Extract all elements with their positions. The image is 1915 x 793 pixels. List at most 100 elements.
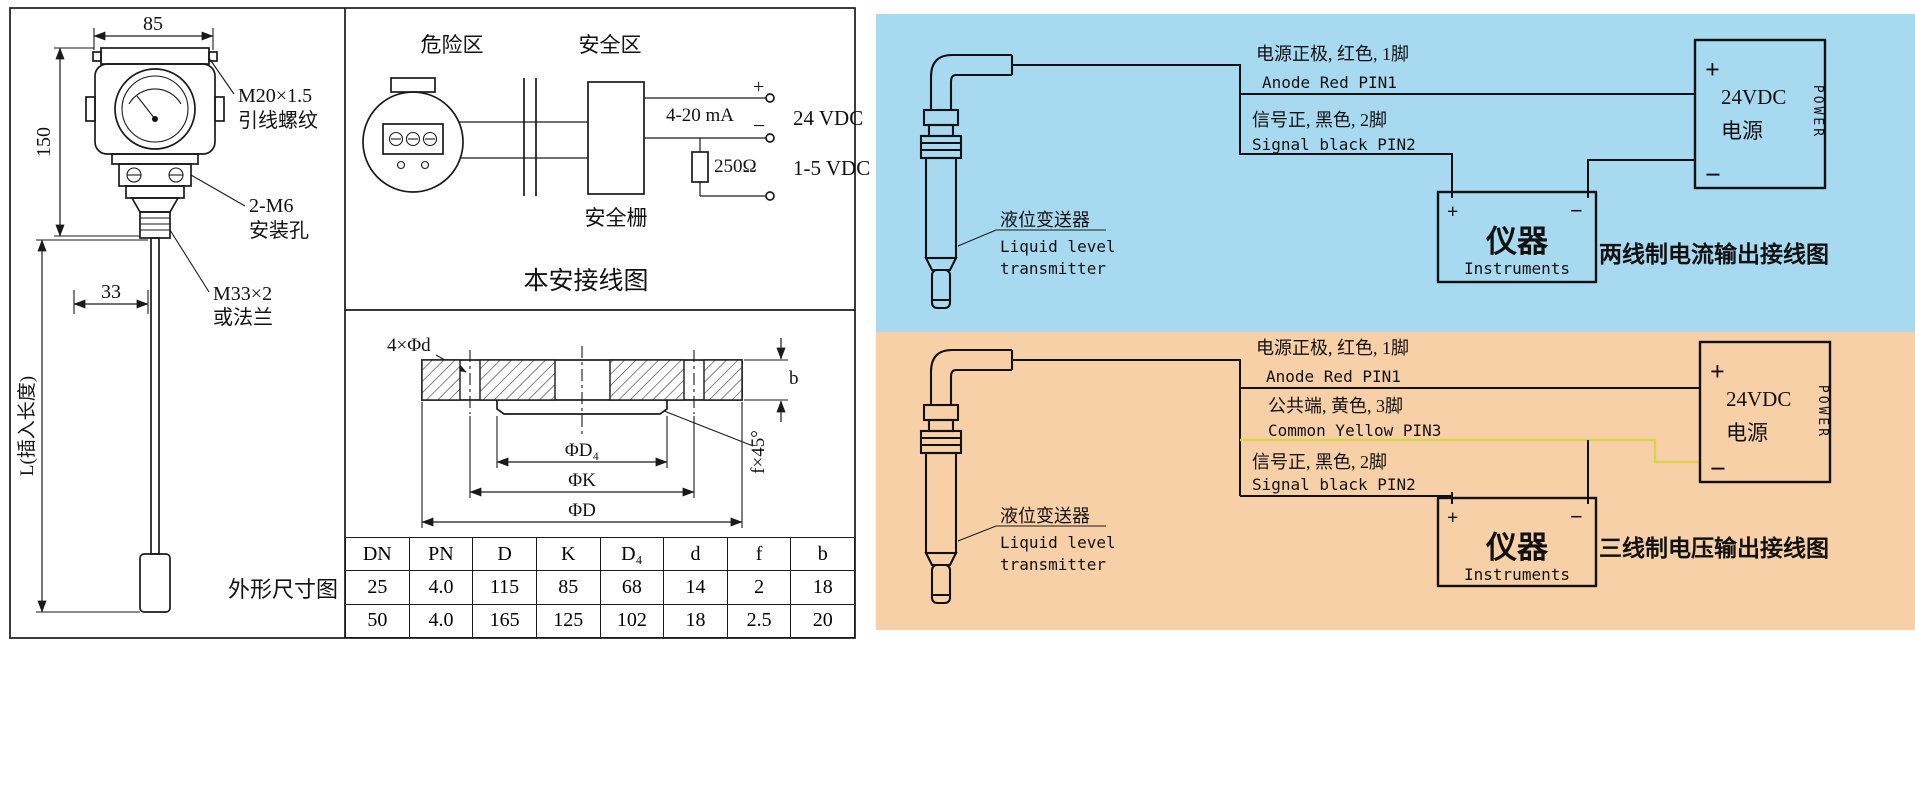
col-header-f: f (726, 536, 792, 572)
table-cell: 18 (790, 570, 855, 605)
col-header-k: K (535, 536, 601, 572)
sensor-label-cn: 液位变送器 (1000, 506, 1090, 526)
table-cell: 18 (663, 603, 728, 639)
mount-label: 2-M6 (249, 195, 293, 217)
probe-weight (139, 553, 171, 613)
common-label-en: Common Yellow PIN3 (1268, 421, 1441, 440)
three-wire-diagram: 电源正极, 红色, 1脚 Anode Red PIN1 公共端, 黄色, 3脚 … (876, 332, 1915, 630)
dim-85-label: 85 (143, 13, 163, 35)
psu-label-cn: 电源 (1726, 421, 1768, 445)
power-label-cn: 电源正极, 红色, 1脚 (1256, 44, 1409, 64)
terminal (765, 93, 775, 103)
three-wire-caption: 三线制电压输出接线图 (1599, 535, 1829, 561)
table-header-row: DN PN D K D₄ d f b (345, 536, 855, 572)
terminal (765, 133, 775, 143)
barrier-label: 安全栅 (585, 206, 648, 230)
supply-label: 24 VDC (793, 106, 863, 130)
flange-drawing: 4×Φd f×45° b ΦD₄ ΦK (387, 335, 799, 528)
terminal (765, 191, 775, 201)
table-cell: 85 (535, 570, 601, 605)
instrument-label-cn: 仪器 (1485, 530, 1549, 565)
safety-barrier-box (587, 81, 645, 195)
psu-voltage: 24VDC (1726, 387, 1791, 411)
psu-voltage: 24VDC (1721, 85, 1786, 109)
signal-label-cn: 信号正, 黑色, 2脚 (1252, 110, 1387, 130)
dim-150: 150 (33, 47, 140, 237)
dim-33: 33 (73, 281, 149, 314)
table-cell: 102 (599, 603, 665, 639)
resistor-250 (691, 151, 709, 183)
table-cell: 4.0 (408, 570, 474, 605)
safety-wiring-diagram: 危险区 安全区 (362, 33, 870, 295)
dim-d4: ΦD₄ (496, 416, 668, 468)
instrument-plus: + (1447, 201, 1458, 223)
flange-dimension-table: DN PN D K D₄ d f b 25 4.0 115 85 68 14 2… (345, 536, 855, 639)
sensor-label-en1: Liquid level (1000, 237, 1116, 256)
signal-wire (1239, 94, 1453, 186)
signal-label-cn: 信号正, 黑色, 2脚 (1252, 452, 1387, 472)
dim-d4-label: ΦD₄ (565, 440, 599, 461)
common-wire (1240, 438, 1700, 464)
minus-label: − (753, 113, 765, 138)
instrument-plus: + (1447, 507, 1458, 529)
thread-label: M20×1.5 (238, 85, 312, 107)
signal-label-en: Signal black PIN2 (1252, 135, 1416, 154)
table-cell: 14 (663, 570, 728, 605)
table-cell: 68 (599, 570, 665, 605)
col-header-b: b (790, 536, 855, 572)
current-range-label: 4-20 mA (666, 105, 734, 126)
plus-label: + (753, 76, 764, 98)
bolt-holes-label: 4×Φd (387, 335, 431, 356)
dim-85: 85 (93, 13, 214, 50)
instrument-box: + − 仪器 Instruments (1436, 496, 1598, 588)
psu-side-label: POWER (1815, 385, 1830, 439)
transmitter-head (85, 47, 225, 155)
mounting-flange (111, 153, 199, 239)
table-cell: 20 (790, 603, 855, 639)
sheet-frame (9, 7, 856, 639)
dim-k: ΦK (469, 416, 695, 498)
dim-k-label: ΦK (568, 470, 596, 491)
col-header-d-outer: D (472, 536, 537, 572)
col-header-dn: DN (345, 536, 410, 572)
power-label-en: Anode Red PIN1 (1262, 73, 1397, 92)
table-cell: 4.0 (408, 603, 474, 639)
table-cell: 165 (472, 603, 537, 639)
power-label-en: Anode Red PIN1 (1266, 367, 1401, 386)
sensor-label-en2: transmitter (1000, 555, 1106, 574)
instrument-minus: − (1570, 198, 1583, 223)
probe-rod (150, 237, 160, 555)
zone-divider (523, 78, 537, 196)
table-row: 25 4.0 115 85 68 14 2 18 (345, 570, 855, 605)
gauge-dial (114, 68, 196, 150)
dim-33-label: 33 (101, 281, 121, 303)
return-wire (1587, 159, 1695, 186)
instrument-minus: − (1570, 504, 1583, 529)
mount-label-cn: 安装孔 (249, 219, 309, 242)
col-header-d4: D₄ (599, 536, 665, 572)
dim-150-label: 150 (33, 127, 55, 157)
dim-insert-length: L(插入长度) (16, 239, 148, 613)
psu-minus: − (1710, 454, 1726, 485)
callout-2m6: 2-M6 安装孔 (190, 174, 309, 242)
safety-caption: 本安接线图 (523, 267, 648, 295)
dim-d-label: ΦD (568, 500, 596, 521)
psu-box: + 24VDC 电源 − POWER (1698, 340, 1832, 485)
signal-label-en: Signal black PIN2 (1252, 475, 1416, 494)
sensor-label-en1: Liquid level (1000, 533, 1116, 552)
instrument-label-en: Instruments (1464, 565, 1570, 584)
common-label-cn: 公共端, 黄色, 3脚 (1268, 396, 1403, 416)
psu-plus: + (1705, 55, 1720, 84)
psu-label-cn: 电源 (1721, 119, 1763, 143)
safety-wires (459, 93, 775, 201)
insert-length-label: L(插入长度) (16, 376, 38, 476)
thickness-label: b (789, 368, 799, 389)
table-cell: 125 (535, 603, 601, 639)
power-label-cn: 电源正极, 红色, 1脚 (1256, 338, 1409, 358)
psu-side-label: POWER (1810, 85, 1825, 139)
transmitter-rear-view (362, 77, 464, 193)
resistor-label: 250Ω (714, 156, 757, 177)
thread-label-cn: 引线螺纹 (238, 109, 318, 132)
